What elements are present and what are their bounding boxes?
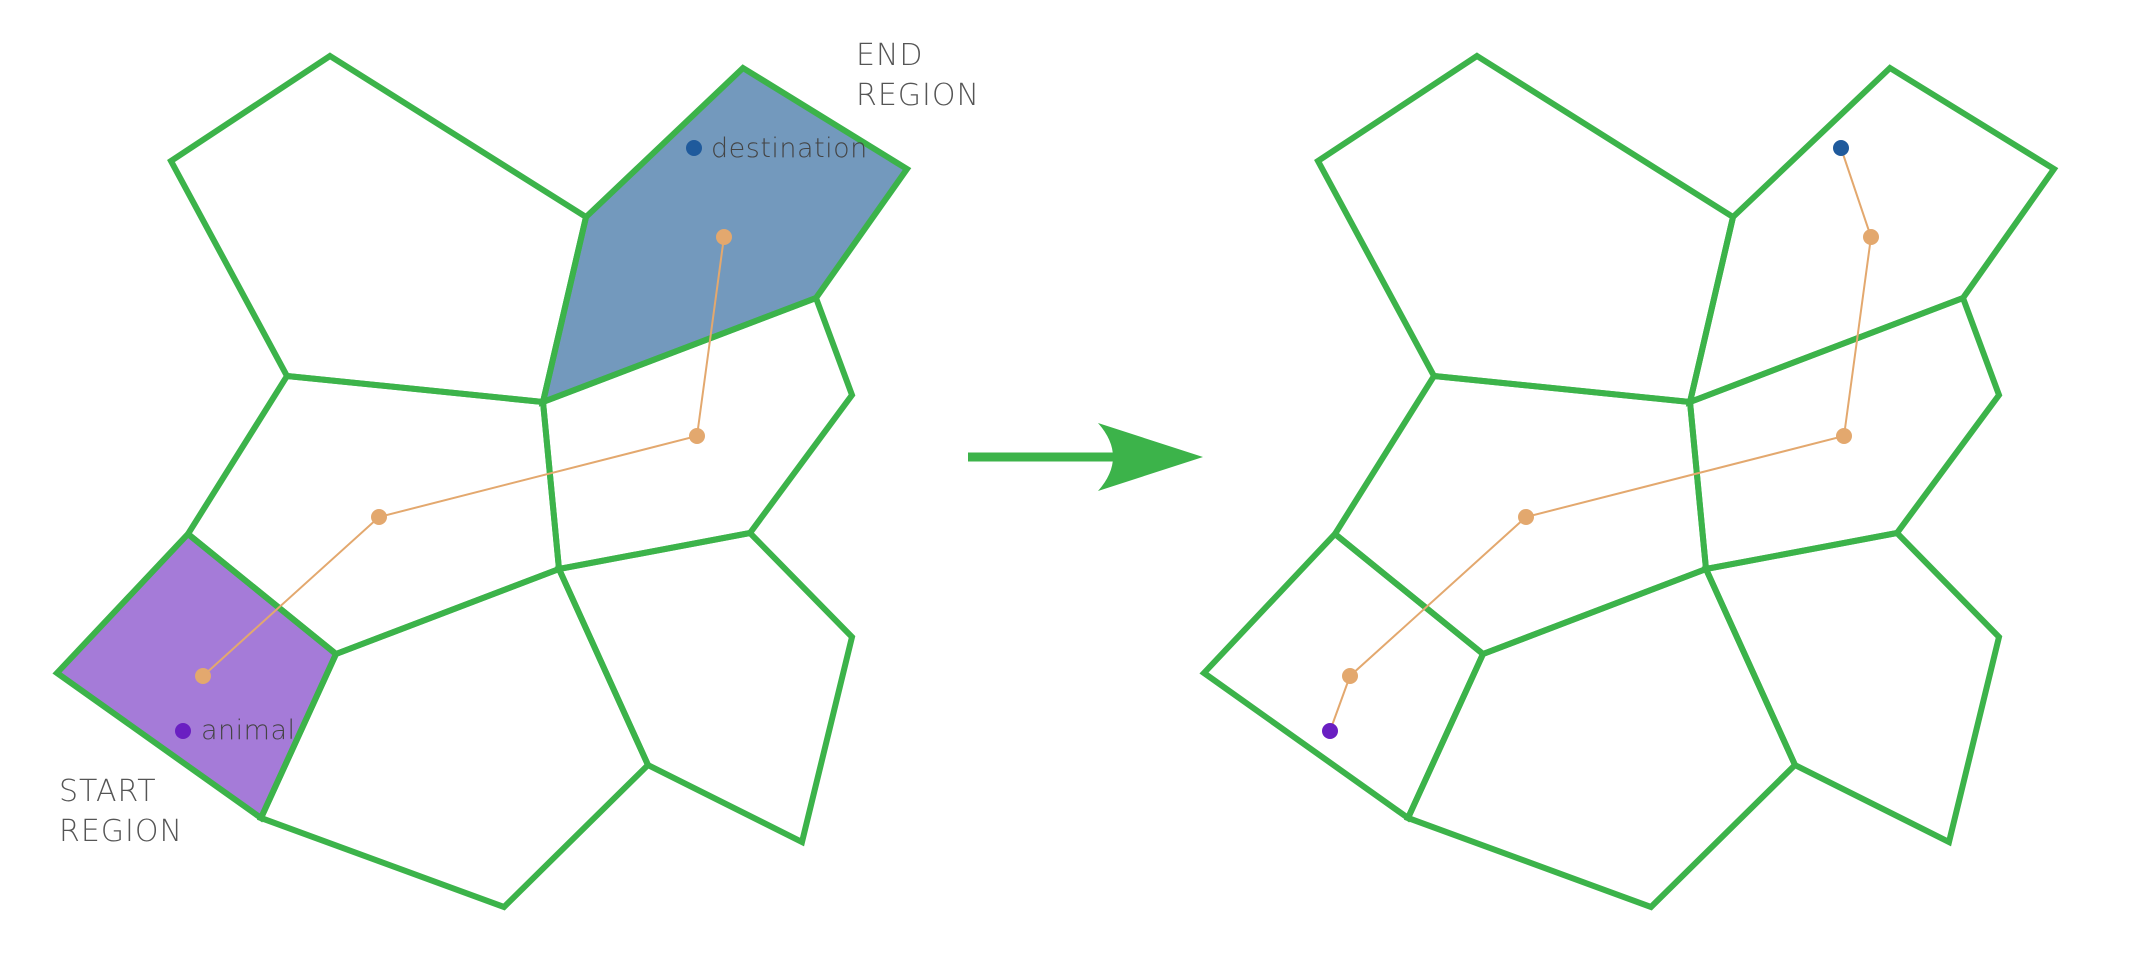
path-node xyxy=(689,428,705,444)
region-bottom-right xyxy=(1701,529,2003,847)
animal-point xyxy=(175,723,191,739)
path-node xyxy=(1518,509,1534,525)
destination-point xyxy=(686,140,702,156)
path-node xyxy=(1342,668,1358,684)
region-borders xyxy=(52,52,912,911)
destination-point xyxy=(1833,140,1849,156)
animal-label: animal xyxy=(201,715,296,746)
end-region-label-line1: END xyxy=(856,38,924,73)
transition-arrow xyxy=(968,423,1203,491)
path-node xyxy=(371,509,387,525)
region-borders xyxy=(1199,52,2059,911)
region-bottom-right xyxy=(554,529,856,847)
animal-point xyxy=(1322,723,1338,739)
right-panel xyxy=(1199,52,2059,911)
left-panel: destination animal END REGION START REGI… xyxy=(52,38,980,911)
arrow-head xyxy=(1098,423,1203,491)
path-node xyxy=(1836,428,1852,444)
end-region-label-line2: REGION xyxy=(856,78,980,113)
path-node xyxy=(1863,229,1879,245)
path-node xyxy=(195,668,211,684)
path-node xyxy=(716,229,732,245)
region-top-left xyxy=(167,52,590,406)
region-right xyxy=(1686,294,2003,573)
start-region-label-line1: START xyxy=(59,774,157,809)
region-right xyxy=(539,294,856,573)
start-region-label-line2: REGION xyxy=(59,814,183,849)
destination-label: destination xyxy=(711,133,868,164)
region-bottom xyxy=(1403,565,1799,911)
region-bottom xyxy=(256,565,652,911)
path-line xyxy=(1329,147,1873,732)
region-top-left xyxy=(1314,52,1737,406)
path-line xyxy=(202,236,725,677)
